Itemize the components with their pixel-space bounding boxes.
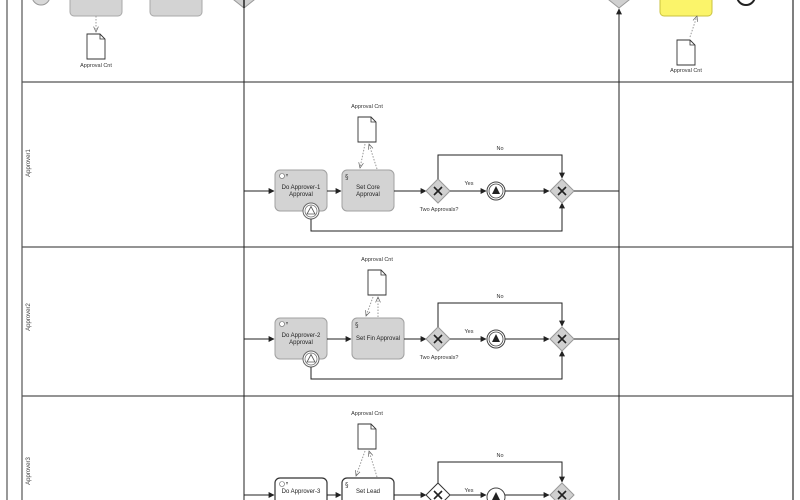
script-task-label: Set Core Approval xyxy=(342,178,394,206)
lane-approver3: § xyxy=(244,423,575,500)
data-object-icon[interactable] xyxy=(676,39,696,66)
data-object-label: Approval Cnt xyxy=(351,104,383,110)
user-task-label: Do Approver-2 Approval xyxy=(275,326,327,354)
no-label: No xyxy=(496,294,504,300)
yes-label: Yes xyxy=(464,329,474,335)
user-icon xyxy=(279,321,285,327)
user-task-label-line2: Approval xyxy=(289,340,313,346)
no-label: No xyxy=(496,453,504,459)
script-task-label-line1: Set Lead xyxy=(355,489,381,496)
user-icon xyxy=(279,173,285,179)
top-task-2[interactable] xyxy=(149,0,203,17)
lane-label-approver1: Approver1 xyxy=(26,149,32,177)
data-object-label: Approval Cnt xyxy=(361,257,393,263)
script-icon: § xyxy=(345,173,349,181)
user-icon xyxy=(279,481,285,487)
data-object-label: Approval Cnt xyxy=(670,68,702,74)
script-task-label-line2: Approval xyxy=(356,192,380,198)
script-task-label-line1: Set Fin Approval xyxy=(355,336,401,343)
lane-label-approver3: Approver3 xyxy=(26,457,32,485)
triangle-icon xyxy=(306,353,316,363)
no-label: No xyxy=(496,146,504,152)
start-event[interactable] xyxy=(32,0,50,6)
data-object-icon[interactable] xyxy=(357,116,377,143)
data-object-icon[interactable] xyxy=(86,33,106,60)
user-task-label-line2: Approval xyxy=(289,192,313,198)
script-task-label-line1: Set Core xyxy=(356,184,380,191)
user-task-label: Do Approver-3 xyxy=(275,488,327,498)
user-task-label: Do Approver-1 Approval xyxy=(275,178,327,206)
user-task[interactable] xyxy=(274,477,328,500)
join-gateway[interactable] xyxy=(608,0,630,9)
script-task[interactable] xyxy=(341,477,395,500)
user-icon-detail xyxy=(286,174,288,177)
script-icon: § xyxy=(345,481,349,489)
gateway-label: Two Approvals? xyxy=(419,355,459,361)
lane-approver2: § xyxy=(244,269,619,380)
data-object-label: Approval Cnt xyxy=(351,411,383,417)
yes-label: Yes xyxy=(464,488,474,494)
lane-label-approver2: Approver2 xyxy=(26,303,32,331)
highlighted-task[interactable] xyxy=(659,0,713,17)
gateway-label: Two Approvals? xyxy=(419,207,459,213)
script-task-label: Set Lead xyxy=(342,488,394,498)
top-lane xyxy=(32,0,756,500)
triangle-icon xyxy=(306,205,316,215)
xor-gateway[interactable] xyxy=(425,482,451,500)
user-task-label-line1: Do Approver-3 xyxy=(281,489,321,496)
merge-gateway[interactable] xyxy=(549,482,575,500)
pool xyxy=(6,0,794,500)
data-object-icon[interactable] xyxy=(357,423,377,450)
script-icon: § xyxy=(355,321,359,329)
lane-approver1: § xyxy=(244,116,619,232)
data-object-label: Approval Cnt xyxy=(80,63,112,69)
top-task-1[interactable] xyxy=(69,0,123,17)
user-task-label-line1: Do Approver-1 xyxy=(281,184,321,191)
data-object-icon[interactable] xyxy=(367,269,387,296)
yes-label: Yes xyxy=(464,181,474,187)
user-task-label-line1: Do Approver-2 xyxy=(281,332,321,339)
script-task-label: Set Fin Approval xyxy=(352,326,404,354)
end-event[interactable] xyxy=(736,0,756,6)
